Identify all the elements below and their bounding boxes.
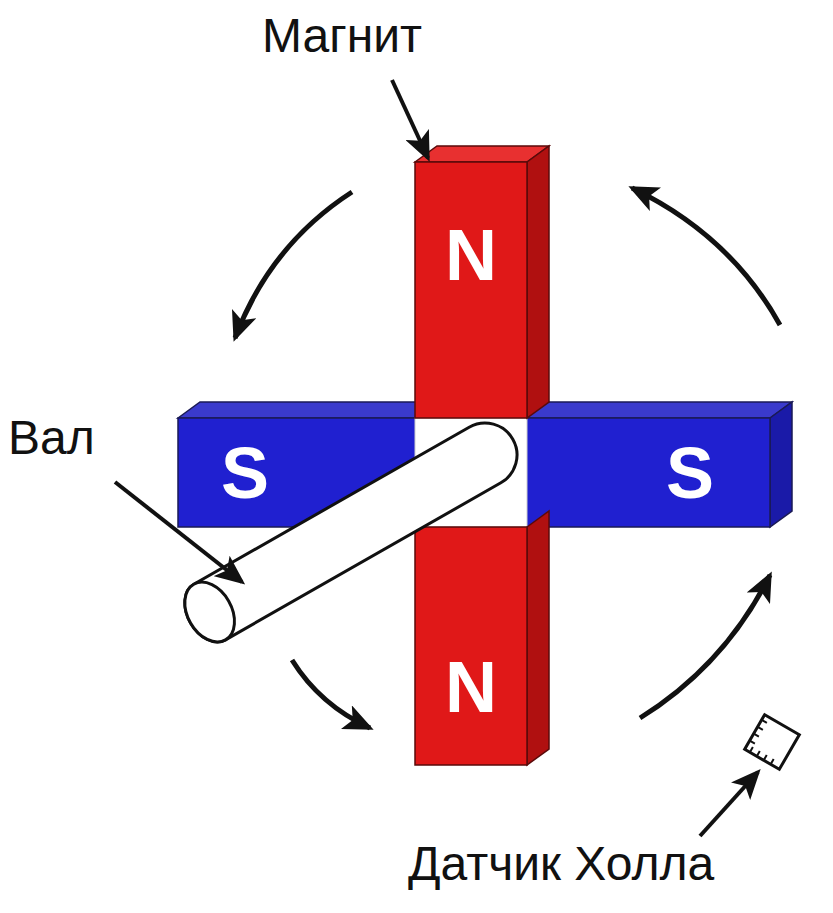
hall-sensor <box>745 715 800 770</box>
magnet-pole: S <box>635 418 745 527</box>
pole-letter: N <box>445 219 497 291</box>
pole-letter: S <box>221 437 269 509</box>
part-label: Вал <box>8 410 95 465</box>
rotation-arrow <box>235 192 352 338</box>
shaft <box>175 411 529 650</box>
leader-lines <box>115 80 758 836</box>
magnet-pole: S <box>190 418 300 527</box>
magnet-pole: N <box>415 200 527 310</box>
rotation-arrow <box>632 188 780 325</box>
pole-letter: S <box>666 437 714 509</box>
rotation-arrow <box>640 575 770 718</box>
magnet-pole: N <box>415 632 527 742</box>
leader-line <box>392 80 428 158</box>
pole-letter: N <box>445 651 497 723</box>
part-label: Магнит <box>262 8 422 63</box>
leader-line <box>700 772 758 836</box>
rotation-arrow <box>292 660 370 728</box>
part-label: Датчик Холла <box>408 836 714 891</box>
